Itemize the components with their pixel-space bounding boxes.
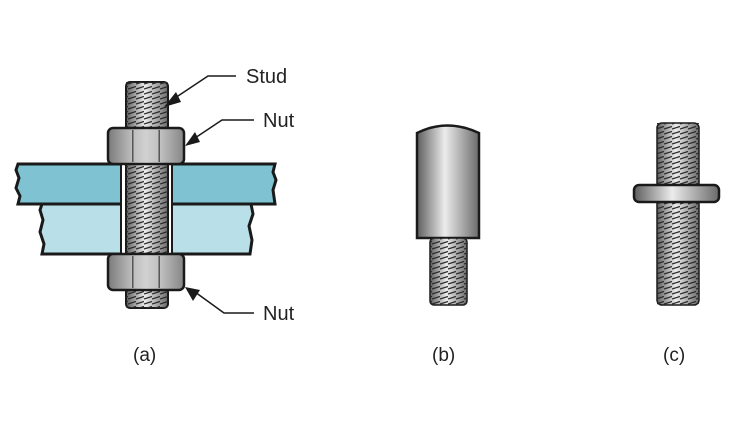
bottom-nut-leader xyxy=(185,287,254,314)
top-nut-leader xyxy=(185,119,254,146)
caption-c: (c) xyxy=(663,345,685,366)
collar xyxy=(632,183,721,204)
bottom-nut xyxy=(106,252,186,292)
caption-a: (a) xyxy=(133,345,156,366)
caption-b: (b) xyxy=(432,345,455,366)
stud-leader xyxy=(164,75,236,107)
top-nut xyxy=(106,126,186,166)
figure-c: (c) xyxy=(632,122,721,366)
stud-body xyxy=(415,124,481,240)
threaded-end-pattern xyxy=(430,238,467,305)
top-nut-label: Nut xyxy=(263,110,295,132)
stud-thread-pattern xyxy=(657,123,699,305)
bottom-nut-label: Nut xyxy=(263,303,295,325)
figure-b: (b) xyxy=(415,124,481,366)
figure-a: Stud Nut Nut (a) xyxy=(14,66,295,366)
stud-label: Stud xyxy=(246,66,287,88)
